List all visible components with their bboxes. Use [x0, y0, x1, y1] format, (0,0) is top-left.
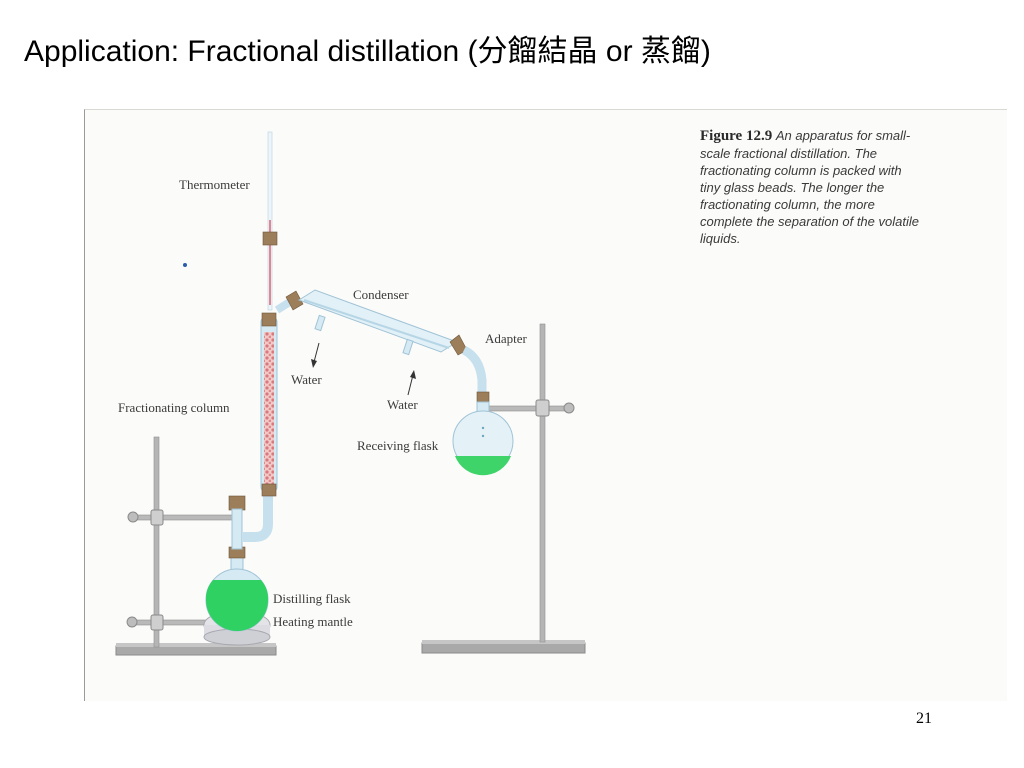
receiving-flask	[452, 401, 514, 476]
left-ring-stand	[115, 436, 277, 656]
dot-mark	[183, 263, 187, 267]
label-water-in: Water	[387, 397, 418, 412]
label-thermometer: Thermometer	[179, 177, 250, 192]
water-in-arrow	[407, 370, 416, 396]
label-heating-mantle: Heating mantle	[273, 614, 353, 629]
column-clamp	[127, 509, 234, 526]
receiver-clamp	[484, 399, 575, 417]
slide-title: Application: Fractional distillation (分餾…	[24, 35, 711, 68]
adapter	[461, 345, 490, 404]
page-number: 21	[916, 710, 932, 727]
label-fractionating-column: Fractionating column	[118, 400, 230, 415]
figure-caption-text: An apparatus for small-scale fractional …	[700, 128, 919, 246]
thermometer	[262, 131, 278, 311]
fractionating-column	[260, 312, 278, 497]
label-distilling-flask: Distilling flask	[273, 591, 351, 606]
water-out-arrow	[311, 342, 320, 368]
figure-caption: Figure 12.9 An apparatus for small-scale…	[700, 127, 925, 247]
condenser	[274, 289, 468, 356]
right-ring-stand	[421, 323, 586, 654]
label-adapter: Adapter	[485, 331, 527, 346]
label-water-out: Water	[291, 372, 322, 387]
figure-caption-label: Figure 12.9	[700, 128, 773, 144]
distilling-flask	[205, 546, 269, 632]
label-receiving-flask: Receiving flask	[357, 438, 439, 453]
distillation-apparatus-diagram	[115, 131, 586, 656]
column-connector	[228, 490, 273, 550]
label-condenser: Condenser	[353, 287, 409, 302]
flask-clamp	[126, 614, 217, 631]
figure-panel: Thermometer Condenser Adapter Water Wate…	[84, 109, 1007, 701]
